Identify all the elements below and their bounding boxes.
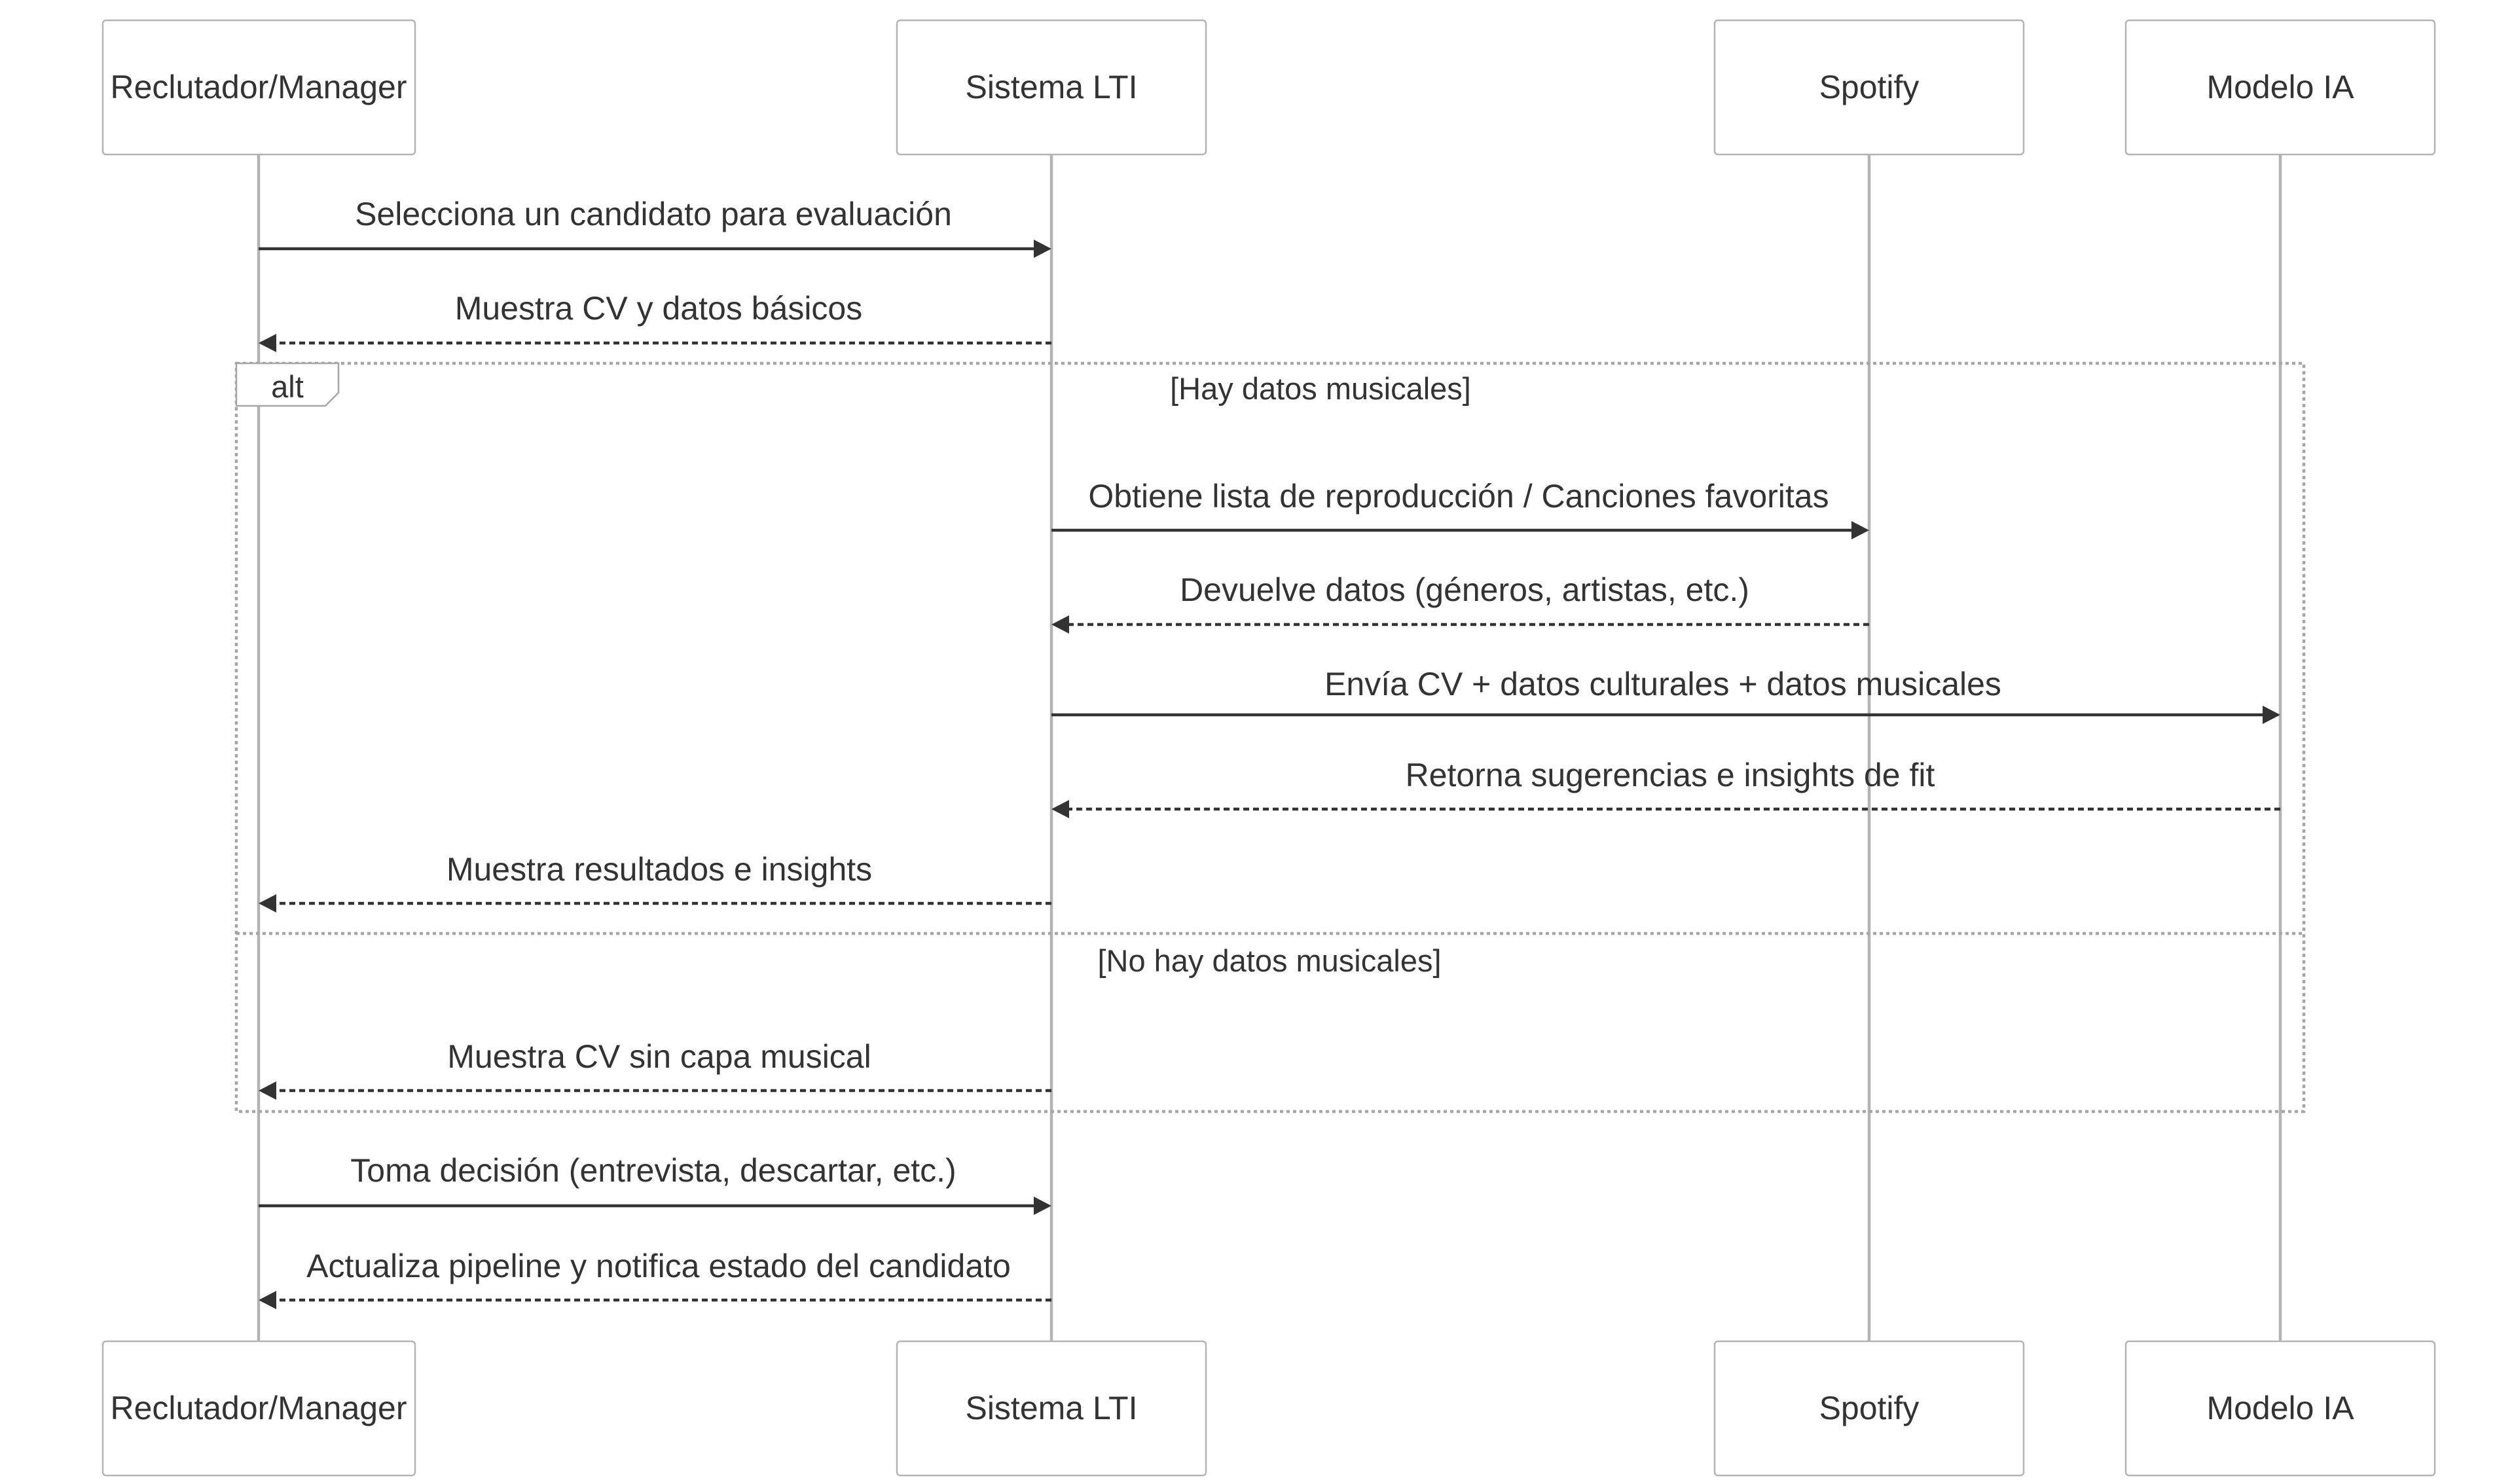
message-send-cv: Envía CV + datos culturales + datos musi… [1051,666,2280,724]
participant-lti-top: Sistema LTI [896,19,1207,156]
alt-frame-keyword: alt [271,369,304,404]
message-make-decision: Toma decisión (entrevista, descartar, et… [259,1152,1051,1215]
participants-bottom: Reclutador/Manager Sistema LTI Spotify M… [101,1340,2436,1477]
message-label: Devuelve datos (géneros, artistas, etc.) [1180,571,1749,608]
messages: Selecciona un candidato para evaluación … [259,196,2280,1309]
message-label: Retorna sugerencias e insights de fit [1406,757,1935,793]
arrowhead [2263,706,2280,724]
participant-box [896,19,1207,156]
message-return-insights: Retorna sugerencias e insights de fit [1051,757,2280,818]
message-update-pipeline: Actualiza pipeline y notifica estado del… [259,1248,1051,1309]
message-show-cv-no-music: Muestra CV sin capa musical [259,1038,1051,1100]
participant-label: Modelo IA [2206,69,2354,105]
participant-box [1713,19,2025,156]
participant-lti-bottom: Sistema LTI [896,1340,1207,1477]
message-label: Envía CV + datos culturales + datos musi… [1324,666,2001,702]
participant-label: Reclutador/Manager [110,69,407,105]
message-label: Muestra resultados e insights [446,851,872,888]
message-select-candidate: Selecciona un candidato para evaluación [259,196,1051,258]
participant-spotify-top: Spotify [1713,19,2025,156]
alt-frame: alt [Hay datos musicales] [No hay datos … [234,361,2306,1113]
participant-box [101,1340,416,1477]
participant-box [1713,1340,2025,1477]
arrowhead [259,894,276,913]
message-label: Toma decisión (entrevista, descartar, et… [350,1152,956,1189]
message-label: Obtiene lista de reproducción / Cancione… [1088,478,1829,515]
arrowhead [1034,1197,1051,1215]
arrowhead [1051,615,1069,634]
participant-label: Modelo IA [2206,1390,2354,1426]
arrowhead [1034,240,1051,258]
message-show-cv: Muestra CV y datos básicos [259,290,1051,352]
message-return-data: Devuelve datos (géneros, artistas, etc.) [1051,571,1869,634]
participant-ia-top: Modelo IA [2124,19,2436,156]
arrowhead [259,1081,276,1100]
arrowhead [1051,800,1069,818]
participant-box [101,19,416,156]
participant-label: Reclutador/Manager [110,1390,407,1426]
participant-label: Sistema LTI [965,1390,1137,1426]
participant-manager-bottom: Reclutador/Manager [101,1340,416,1477]
message-get-playlist: Obtiene lista de reproducción / Cancione… [1051,478,1869,539]
alt-frame-border [234,361,2306,1113]
lifelines [257,154,2282,1342]
message-label: Selecciona un candidato para evaluación [355,196,952,232]
alt-condition-1: [Hay datos musicales] [1170,371,1471,406]
participant-label: Sistema LTI [965,69,1137,105]
message-label: Actualiza pipeline y notifica estado del… [306,1248,1011,1284]
participant-manager-top: Reclutador/Manager [101,19,416,156]
participant-box [2124,1340,2436,1477]
arrowhead [259,334,276,352]
participant-box [896,1340,1207,1477]
alt-frame-tab [235,362,340,407]
message-label: Muestra CV y datos básicos [455,290,863,327]
participant-label: Spotify [1819,1390,1920,1426]
message-show-results: Muestra resultados e insights [259,851,1051,913]
alt-condition-2: [No hay datos musicales] [1097,943,1441,978]
participant-ia-bottom: Modelo IA [2124,1340,2436,1477]
participant-spotify-bottom: Spotify [1713,1340,2025,1477]
participants-top: Reclutador/Manager Sistema LTI Spotify M… [101,19,2436,156]
participant-box [2124,19,2436,156]
arrowhead [1851,521,1869,539]
message-label: Muestra CV sin capa musical [447,1038,871,1075]
participant-label: Spotify [1819,69,1920,105]
arrowhead [259,1291,276,1309]
